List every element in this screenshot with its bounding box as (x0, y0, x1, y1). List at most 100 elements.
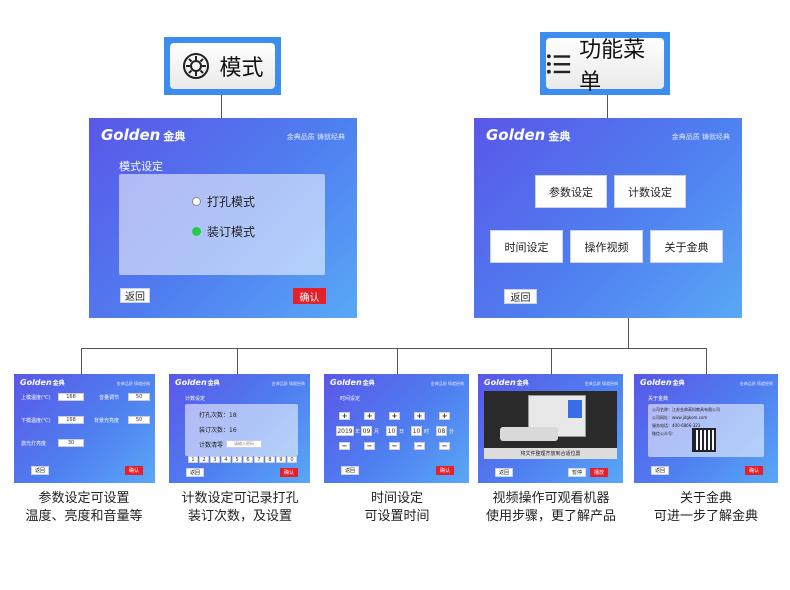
bind-count: 装订次数：16 (199, 427, 237, 434)
confirm-button[interactable]: 确认 (745, 466, 763, 475)
time-value: 10 (411, 426, 422, 436)
param-label: 上模温度(℃) (21, 395, 51, 401)
time-minus-button[interactable]: − (339, 442, 350, 450)
param-label: 背景光亮度 (94, 418, 120, 424)
about-line: 服务电话：400-6866-323 (652, 423, 701, 428)
radio-punch-mode[interactable]: 打孔模式 (192, 193, 255, 210)
back-button[interactable]: 返回 (31, 466, 49, 475)
param-label: 激光灯亮度 (21, 441, 47, 447)
back-button[interactable]: 返回 (504, 289, 537, 304)
about-button[interactable]: 关于金典 (650, 230, 723, 263)
param-value[interactable]: 30 (58, 439, 84, 447)
video-frame: 将文件整理齐放到合适位置 (484, 391, 617, 459)
punch-count: 打孔次数：18 (199, 412, 237, 419)
back-button[interactable]: 返回 (651, 466, 669, 475)
video-button[interactable]: 操作视频 (570, 230, 643, 263)
key[interactable]: 4 (221, 456, 231, 463)
time-unit: 分 (449, 429, 455, 435)
time-minus-button[interactable]: − (364, 442, 375, 450)
param-value[interactable]: 50 (128, 393, 150, 401)
key[interactable]: 7 (254, 456, 264, 463)
brand-slogan: 金典品质 铸就经典 (271, 381, 305, 386)
confirm-button[interactable]: 确认 (280, 468, 298, 477)
brand-logo: Golden金典 (484, 378, 529, 387)
confirm-button[interactable]: 确认 (436, 466, 454, 475)
connector (397, 348, 398, 374)
connector (237, 348, 238, 374)
radio-indicator (192, 227, 201, 236)
page-title: 模式设定 (119, 160, 163, 173)
key[interactable]: 9 (276, 456, 286, 463)
page-title: 关于金典 (648, 396, 669, 402)
key[interactable]: 1 (188, 456, 198, 463)
params-button[interactable]: 参数设定 (535, 175, 607, 208)
time-unit: 月 (374, 429, 380, 435)
key[interactable]: 6 (243, 456, 253, 463)
back-button[interactable]: 返回 (341, 466, 359, 475)
brand-slogan: 金典品质 铸就经典 (116, 381, 150, 386)
key[interactable]: 5 (232, 456, 242, 463)
back-button[interactable]: 返回 (495, 468, 513, 477)
brand-logo: Golden金典 (640, 378, 685, 387)
menu-label-button[interactable]: 功能菜单 (540, 32, 670, 95)
time-value: 08 (436, 426, 447, 436)
radio-label: 装订模式 (207, 225, 256, 239)
connector (81, 348, 82, 374)
time-unit: 日 (399, 429, 405, 435)
confirm-button[interactable]: 确认 (293, 288, 326, 304)
time-plus-button[interactable]: + (414, 412, 425, 420)
radio-label: 打孔模式 (207, 195, 256, 209)
key[interactable]: 3 (210, 456, 220, 463)
key[interactable]: 0 (287, 456, 297, 463)
param-value[interactable]: 50 (128, 416, 150, 424)
menu-label: 功能菜单 (579, 37, 646, 95)
pause-button[interactable]: 暂停 (568, 468, 586, 477)
brand-logo: Golden金典 (330, 378, 375, 387)
param-label: 音量调节 (99, 395, 120, 401)
param-value[interactable]: 168 (58, 393, 84, 401)
count-button[interactable]: 计数设定 (614, 175, 686, 208)
back-button[interactable]: 返回 (120, 288, 150, 303)
key[interactable]: 2 (199, 456, 209, 463)
machine-screen (568, 400, 582, 418)
time-plus-button[interactable]: + (389, 412, 400, 420)
gear-icon (183, 53, 210, 79)
video-screen: Golden金典 金典品质 铸就经典 将文件整理齐放到合适位置 返回 暂停 播放 (478, 374, 623, 483)
password-input[interactable]: 请输入密码 (226, 440, 262, 448)
time-unit: 年 (355, 429, 361, 435)
list-icon (546, 53, 571, 74)
time-plus-button[interactable]: + (364, 412, 375, 420)
options-panel (119, 174, 325, 275)
page-title: 计数设定 (185, 396, 206, 402)
page-title: 时间设定 (340, 396, 361, 402)
key[interactable]: 8 (265, 456, 275, 463)
time-unit: 时 (424, 429, 430, 435)
caption-params: 参数设定可设置温度、亮度和音量等 (25, 491, 143, 524)
mode-label-button[interactable]: 模式 (164, 37, 281, 95)
confirm-button[interactable]: 确认 (125, 466, 143, 475)
radio-bind-mode[interactable]: 装订模式 (192, 223, 255, 240)
time-minus-button[interactable]: − (414, 442, 425, 450)
about-screen: Golden金典 金典品质 铸就经典 关于金典 公司名称：江苏金典高科教具有限公… (634, 374, 778, 483)
video-subtitle: 将文件整理齐放到合适位置 (520, 451, 581, 457)
play-button[interactable]: 播放 (590, 468, 608, 477)
count-screen: Golden金典 金典品质 铸就经典 计数设定 打孔次数：18 装订次数：16 … (169, 374, 310, 483)
time-plus-button[interactable]: + (339, 412, 350, 420)
caption-time: 时间设定可设置时间 (364, 491, 430, 524)
connector-bus (81, 348, 706, 349)
time-button[interactable]: 时间设定 (490, 230, 563, 263)
brand-slogan: 金典品质 铸就经典 (286, 133, 345, 141)
time-plus-button[interactable]: + (439, 412, 450, 420)
time-minus-button[interactable]: − (439, 442, 450, 450)
time-value: 09 (361, 426, 372, 436)
back-button[interactable]: 返回 (186, 468, 204, 477)
time-minus-button[interactable]: − (389, 442, 400, 450)
radio-indicator (192, 197, 201, 206)
connector (551, 348, 552, 374)
qr-code-icon (692, 428, 716, 452)
param-value[interactable]: 168 (58, 416, 84, 424)
about-line: 微信公众号： (652, 431, 676, 436)
